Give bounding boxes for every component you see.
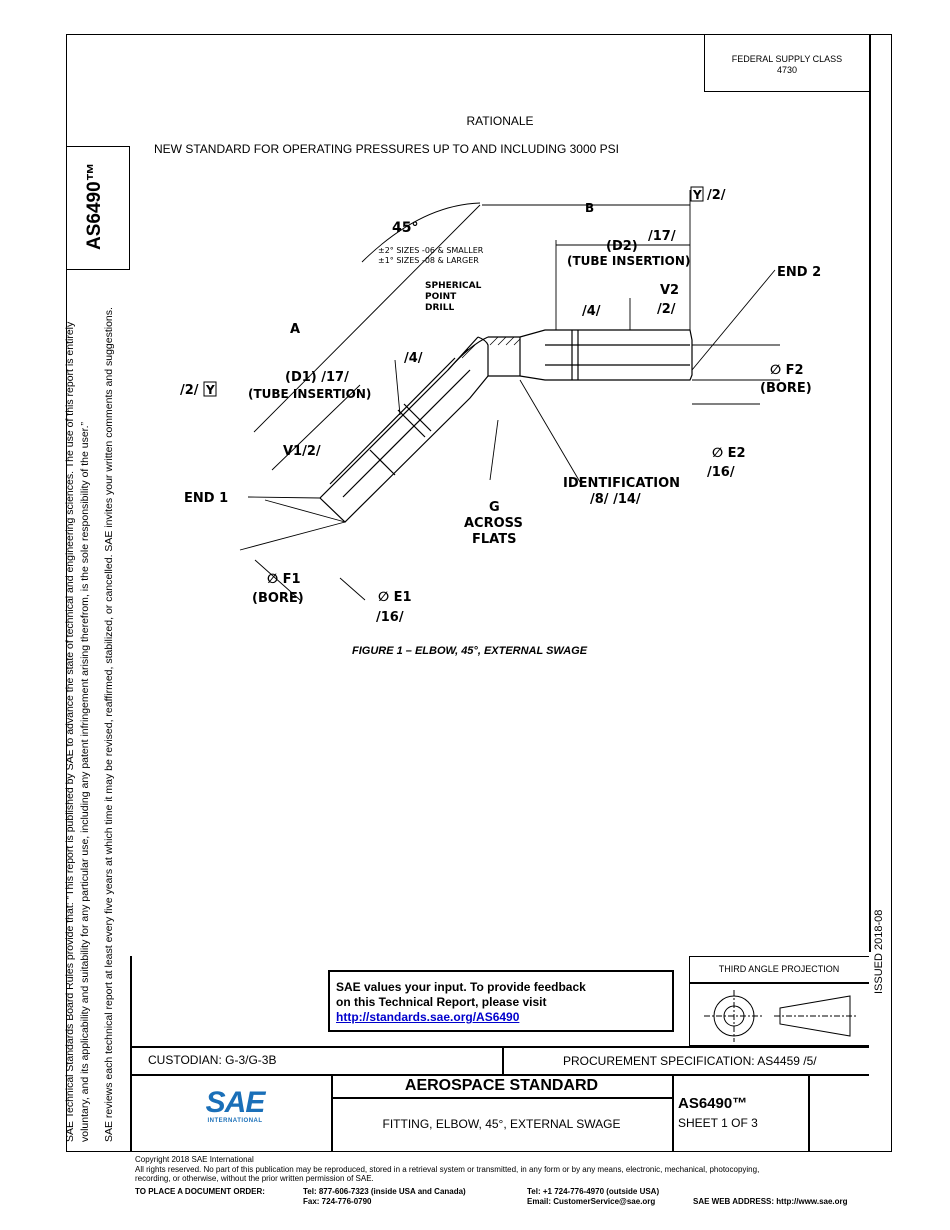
tel-intl: Tel: +1 724-776-4970 (outside USA) xyxy=(527,1187,660,1196)
dim-f2: ∅ F2 xyxy=(770,363,804,378)
g-label: G xyxy=(489,500,500,515)
elbow-drawing: 45° ±2° SIZES -06 & SMALLER ±1° SIZES -0… xyxy=(180,186,821,625)
spherical-3: DRILL xyxy=(425,303,454,313)
federal-supply-value: 4730 xyxy=(776,65,798,75)
doc-number-vertical: AS6490™ xyxy=(84,162,105,250)
spherical-2: POINT xyxy=(425,292,457,302)
dim-f1: ∅ F1 xyxy=(267,572,301,587)
note16-right: /16/ xyxy=(707,465,735,480)
sheet-number: SHEET 1 OF 3 xyxy=(678,1116,758,1130)
email: Email: CustomerService@sae.org xyxy=(527,1197,656,1206)
tube-insertion-2: (TUBE INSERTION) xyxy=(567,254,690,268)
dim-e1: ∅ E1 xyxy=(378,590,412,605)
spherical-1: SPHERICAL xyxy=(425,281,482,291)
identification-notes: /8/ /14/ xyxy=(590,492,641,507)
end2-body-outline xyxy=(488,329,693,381)
note4-right: /4/ xyxy=(582,304,601,319)
y-ref-left-box xyxy=(203,381,217,397)
rationale-heading: RATIONALE xyxy=(466,114,534,128)
note16-left: /16/ xyxy=(376,610,404,625)
feedback-box: SAE values your input. To provide feedba… xyxy=(328,970,674,1032)
dim-e2: ∅ E2 xyxy=(712,446,746,461)
dim-v1: V1/2/ xyxy=(283,444,321,459)
identification-label: IDENTIFICATION xyxy=(563,476,680,491)
projection-symbol xyxy=(704,990,858,1042)
angle-tol-1: ±2° SIZES -06 & SMALLER xyxy=(378,246,484,255)
note2-left: /2/ xyxy=(180,383,199,398)
custodian: CUSTODIAN: G-3/G-3B xyxy=(148,1053,277,1067)
feedback-link[interactable]: http://standards.sae.org/AS6490 xyxy=(336,1010,520,1024)
drawing-frame xyxy=(66,34,892,1152)
rights-line2: recording, or otherwise, without the pri… xyxy=(135,1174,374,1183)
issued-date: ISSUED 2018-08 xyxy=(873,909,885,994)
sae-logo: SAE INTERNATIONAL xyxy=(195,1086,275,1125)
note17-top: /17/ xyxy=(648,229,676,244)
frame-right-inner xyxy=(869,34,871,952)
rights-line1: All rights reserved. No part of this pub… xyxy=(135,1164,760,1174)
dim-a: A xyxy=(290,322,300,337)
doc-number-vertical-box xyxy=(66,146,130,270)
fax: Fax: 724-776-0790 xyxy=(303,1197,372,1206)
feedback-line2: on this Technical Report, please visit xyxy=(336,995,547,1009)
procurement-spec: PROCUREMENT SPECIFICATION: AS4459 /5/ xyxy=(563,1054,817,1068)
note2-v2: /2/ xyxy=(657,302,676,317)
projection-label: THIRD ANGLE PROJECTION xyxy=(718,964,840,974)
figure-caption: FIGURE 1 – ELBOW, 45°, EXTERNAL SWAGE xyxy=(352,645,588,657)
document-title: FITTING, ELBOW, 45°, EXTERNAL SWAGE xyxy=(382,1117,621,1131)
g-flats: FLATS xyxy=(472,532,516,547)
copyright: Copyright 2018 SAE International xyxy=(135,1155,254,1164)
dim-b: B xyxy=(585,201,594,215)
tel-us: Tel: 877-606-7323 (inside USA and Canada… xyxy=(303,1187,466,1196)
web-address: SAE WEB ADDRESS: http://www.sae.org xyxy=(693,1197,848,1206)
angle-tol-2: ±1° SIZES -08 & LARGER xyxy=(378,256,479,265)
federal-supply-label: FEDERAL SUPPLY CLASS xyxy=(731,54,843,64)
note2-top: /2/ xyxy=(707,188,726,203)
bore-2: (BORE) xyxy=(760,381,812,396)
projection-box xyxy=(689,956,869,1046)
dim-d2: (D2) xyxy=(606,239,638,254)
aerospace-standard-title: AEROSPACE STANDARD xyxy=(404,1077,599,1094)
rationale-text: NEW STANDARD FOR OPERATING PRESSURES UP … xyxy=(154,142,619,156)
note4-left: /4/ xyxy=(404,351,423,366)
dim-d1: (D1) /17/ xyxy=(285,370,349,385)
order-label: TO PLACE A DOCUMENT ORDER: xyxy=(135,1187,265,1196)
y-ref-top-box xyxy=(690,186,704,202)
dim-v2: V2 xyxy=(660,283,679,298)
y-ref-top: Y xyxy=(692,188,702,202)
federal-supply-box: FEDERAL SUPPLY CLASS 4730 xyxy=(704,34,869,92)
angle-label: 45° xyxy=(392,220,418,236)
bore-1: (BORE) xyxy=(252,591,304,606)
y-ref-left: Y xyxy=(205,383,215,397)
footer: Copyright 2018 SAE International All rig… xyxy=(135,1155,925,1184)
doc-number: AS6490™ xyxy=(678,1095,748,1112)
end1-label: END 1 xyxy=(184,491,228,506)
sae-logo-text: SAE xyxy=(205,1086,266,1119)
feedback-line1: SAE values your input. To provide feedba… xyxy=(336,980,586,994)
tube-insertion-1: (TUBE INSERTION) xyxy=(248,387,371,401)
sae-logo-subtext: INTERNATIONAL xyxy=(207,1118,263,1124)
g-across: ACROSS xyxy=(464,516,523,531)
end2-label: END 2 xyxy=(777,265,821,280)
